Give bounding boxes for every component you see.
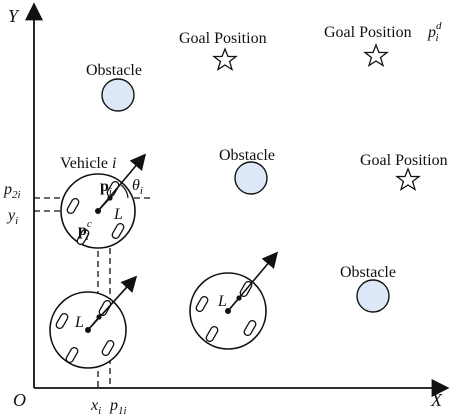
goal-position-label: Goal Position <box>179 30 267 47</box>
obstacle-circle <box>101 78 135 112</box>
vehicle-center-point <box>95 208 101 214</box>
obstacle-circle <box>234 161 268 195</box>
obstacle-circle <box>356 279 390 313</box>
length-label: L <box>113 206 123 223</box>
vehicle-center-point <box>225 308 231 314</box>
vehicle-center-bottom: L <box>189 251 279 350</box>
goal-position-label: Goal Position <box>360 152 448 169</box>
x-axis-label: X <box>430 390 443 410</box>
x-tick-p1: p1i <box>109 397 127 417</box>
tick-labels: p2i yi xi p1i <box>3 181 127 417</box>
origin-label: O <box>13 390 26 410</box>
goal-position-label: Goal Position <box>324 24 412 41</box>
star-icon <box>363 43 389 67</box>
axes: X Y O <box>8 2 450 410</box>
y-tick-p2: p2i <box>3 181 21 201</box>
x-tick-xi: xi <box>90 397 101 417</box>
obstacle-label: Obstacle <box>219 147 275 164</box>
vehicle-center-point <box>85 327 91 333</box>
vector-p-label: pi <box>100 178 112 198</box>
vehicle-front-point <box>236 295 242 301</box>
vehicle-front-point <box>107 195 113 201</box>
obstacle-label: Obstacle <box>86 62 142 79</box>
vehicle-front-point <box>96 314 102 320</box>
star-icon <box>395 167 421 191</box>
star-icon <box>212 47 238 71</box>
theta-label: θi <box>132 177 143 197</box>
wheel-vehicle-icon <box>55 299 115 364</box>
length-label: L <box>74 314 84 331</box>
y-axis-label: Y <box>8 6 20 26</box>
length-label: L <box>217 293 227 310</box>
theta-arc <box>120 184 129 199</box>
y-tick-yi: yi <box>6 207 18 227</box>
obstacle-label: Obstacle <box>340 264 396 281</box>
vehicle-lower-left: L <box>49 275 138 369</box>
obstacles: Obstacle Obstacle Obstacle <box>86 62 396 313</box>
wheel-vehicle-icon <box>66 180 125 246</box>
